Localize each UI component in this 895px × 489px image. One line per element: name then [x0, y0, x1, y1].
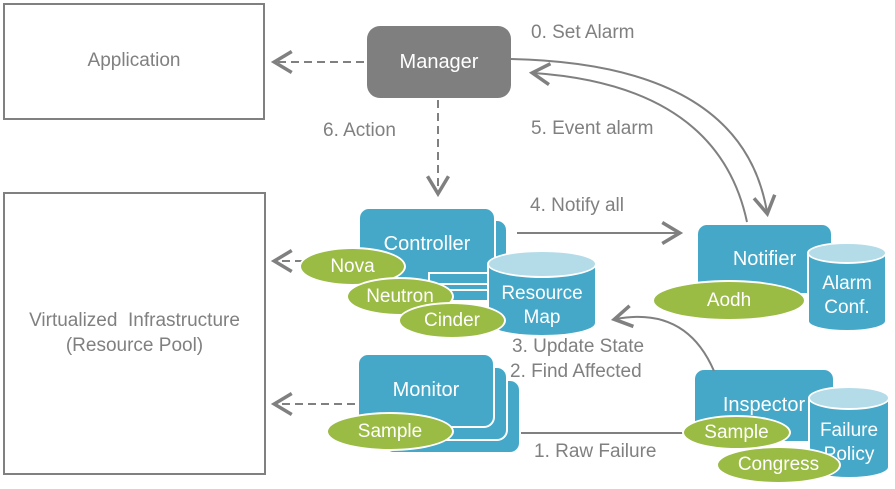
virtualized-infrastructure-node: Virtualized Infrastructure (Resource Poo…: [3, 192, 266, 475]
aodh-plugin: Aodh: [652, 280, 806, 321]
application-node: Application: [3, 3, 265, 120]
resource-map-top: [487, 250, 597, 278]
inspector-sample-plugin: Sample: [682, 415, 791, 450]
manager-node: Manager: [367, 26, 511, 98]
alarm-conf-datastore: Alarm Conf.: [807, 242, 887, 332]
monitor-sample-plugin: Sample: [326, 412, 454, 451]
alarm-conf-body: [807, 253, 887, 332]
congress-plugin: Congress: [716, 446, 841, 484]
step-0-set-alarm: 0. Set Alarm: [531, 22, 635, 43]
failure-policy-top: [808, 386, 890, 410]
step-4-notify-all: 4. Notify all: [530, 195, 624, 216]
step-6-action: 6. Action: [323, 120, 396, 141]
resource-map-label: Resource Map: [501, 282, 583, 328]
alarm-conf-label: Alarm Conf.: [822, 273, 872, 318]
resource-map-body: [487, 264, 597, 337]
step-3-update-state: 3. Update State: [512, 336, 645, 357]
step-1-raw-failure: 1. Raw Failure: [534, 441, 657, 462]
cinder-plugin: Cinder: [398, 302, 506, 339]
step-2-find-affected: 2. Find Affected: [510, 361, 642, 382]
step-5-event-alarm: 5. Event alarm: [531, 118, 654, 139]
resource-map-datastore: Resource Map: [487, 250, 597, 337]
alarm-conf-top: [807, 242, 887, 264]
